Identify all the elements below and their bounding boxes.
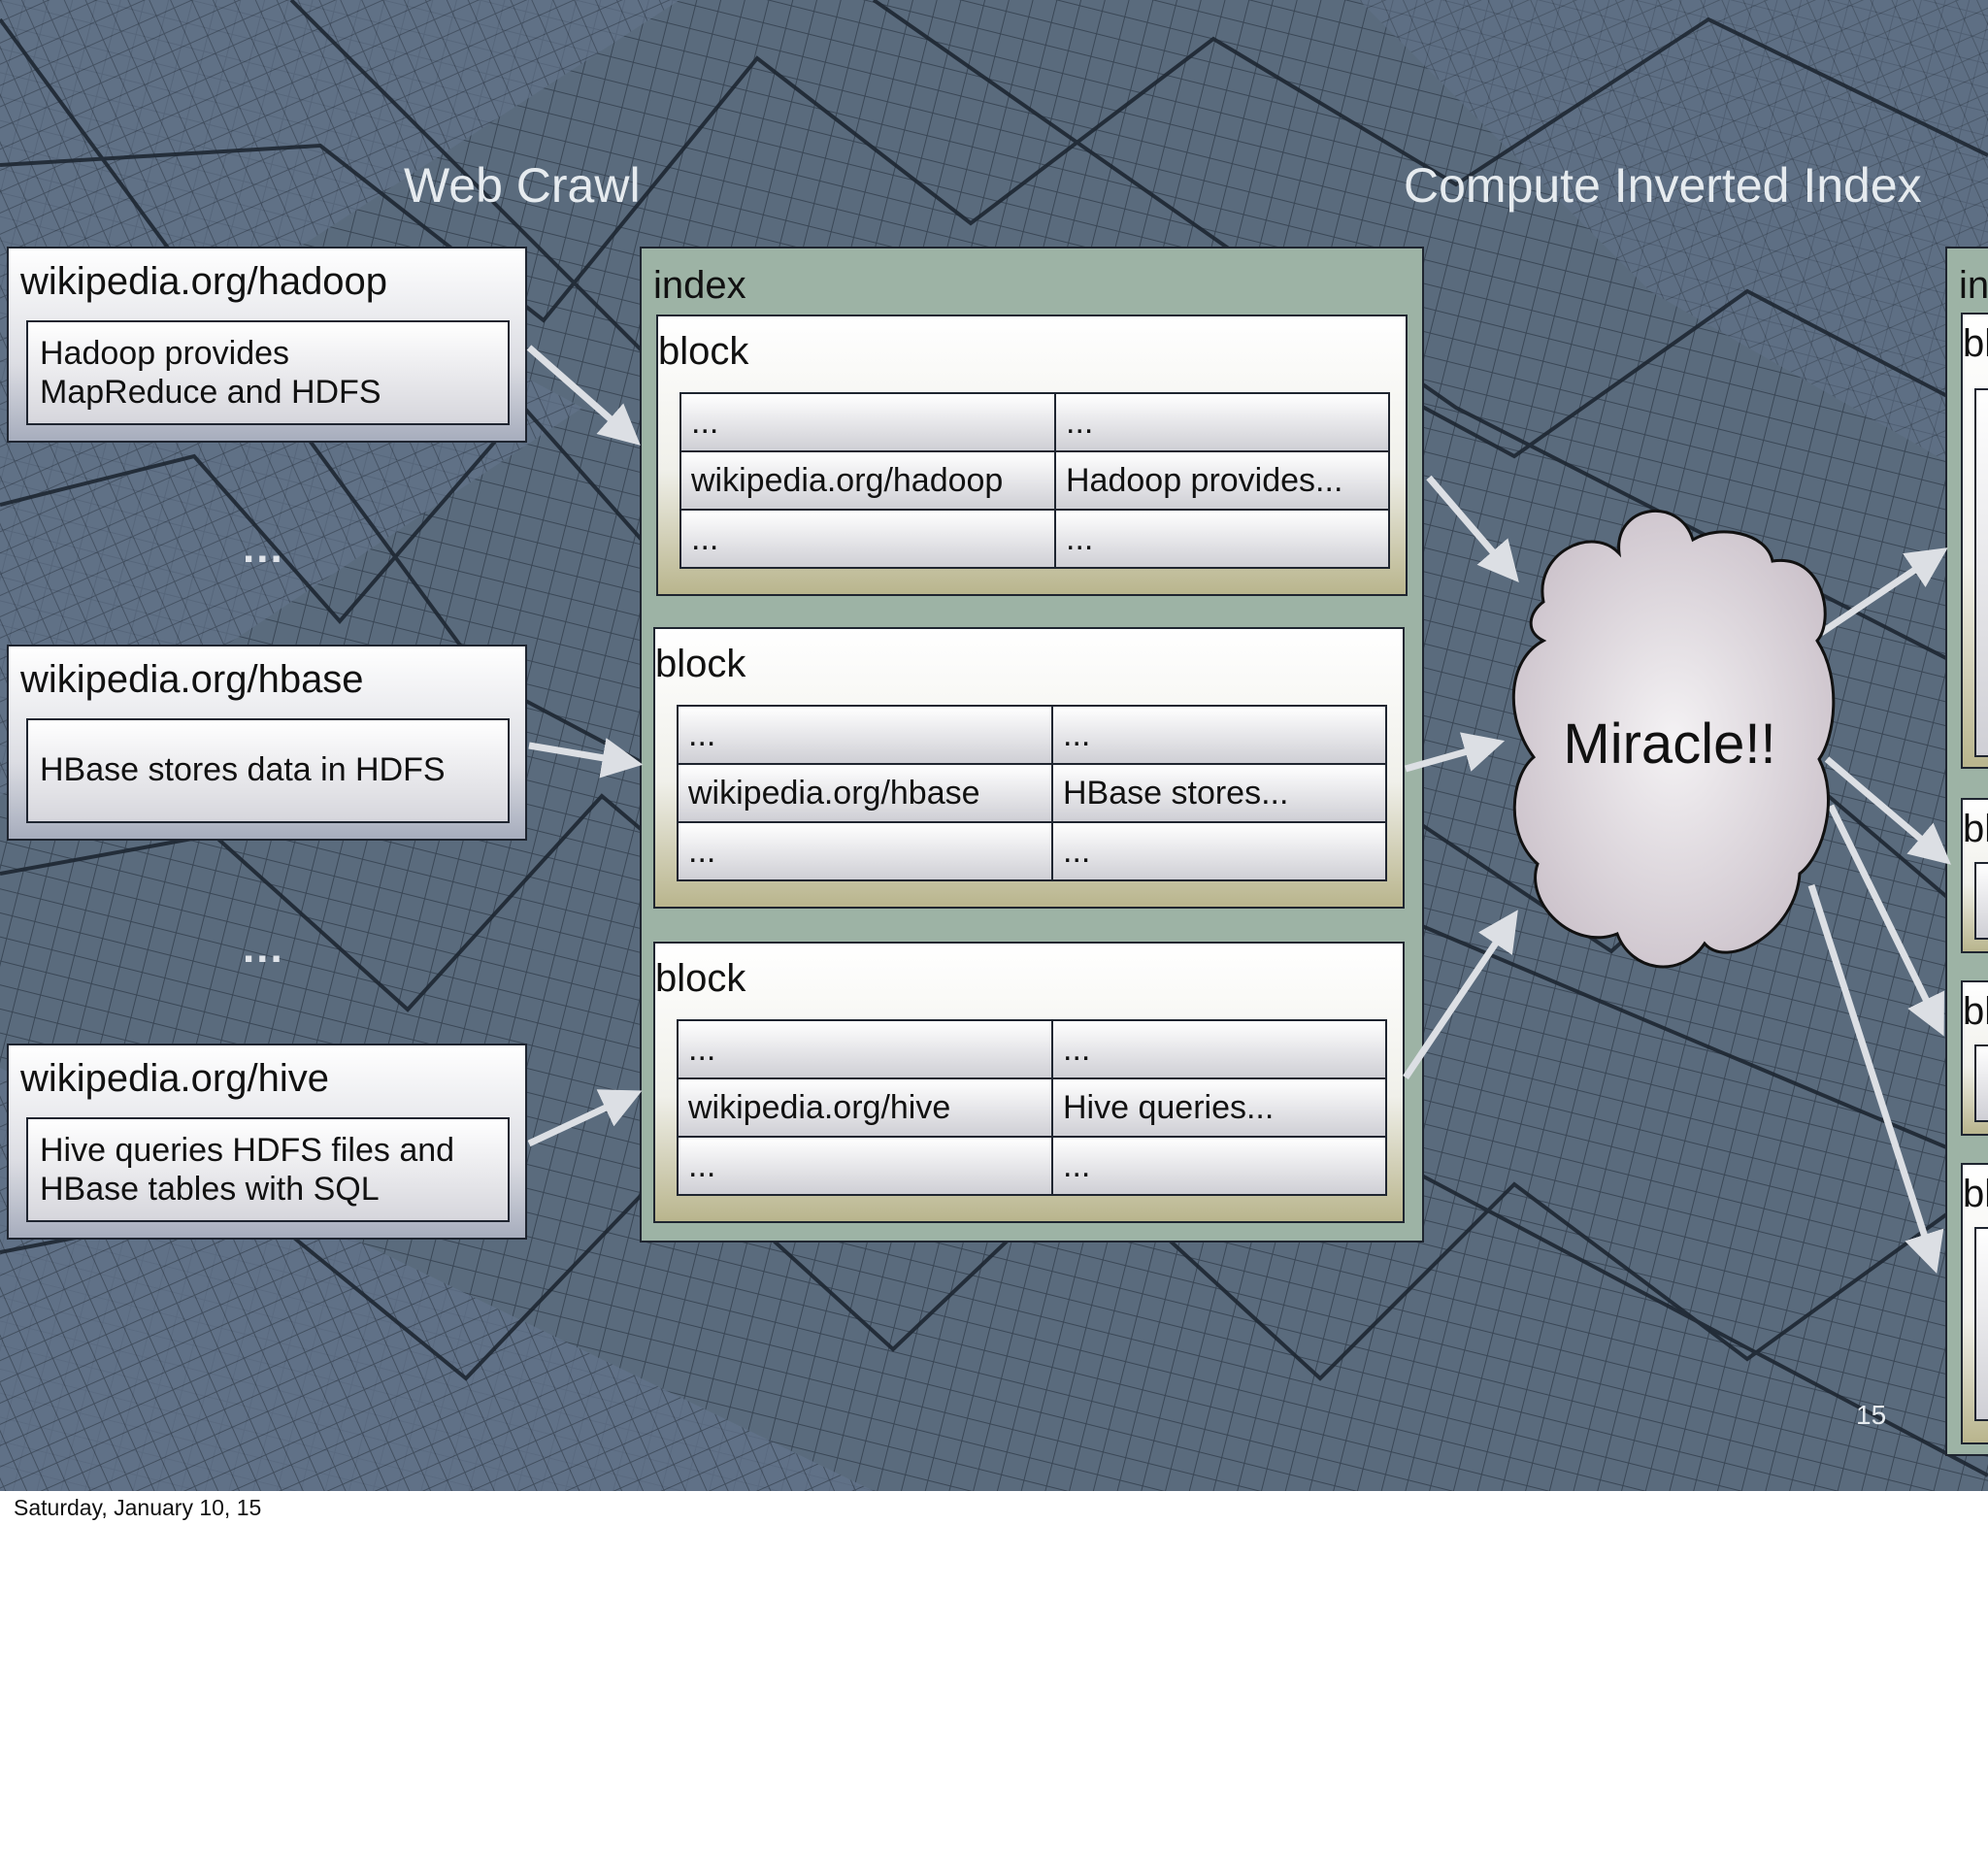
arrow-block2-to-cloud	[1405, 732, 1506, 773]
compute-inverted-index-title: Compute Inverted Index	[1404, 158, 1922, 213]
page-content: Hive queries HDFS files and HBase tables…	[26, 1117, 510, 1222]
arrow-hbase-to-index	[528, 738, 644, 779]
footer-date: Saturday, January 10, 15	[14, 1495, 262, 1520]
page-content: Hadoop provides MapReduce and HDFS	[26, 320, 510, 425]
page-content: HBase stores data in HDFS	[26, 718, 510, 823]
block-rows	[1974, 862, 1988, 940]
row-value: ...	[1051, 821, 1387, 881]
row-key: ...	[679, 392, 1056, 452]
block-label: bl	[1963, 808, 1988, 850]
row-value: ...	[1054, 509, 1390, 569]
block-label: block	[655, 957, 746, 1000]
row-key: ...	[677, 1136, 1053, 1196]
arrow-block1-to-cloud	[1426, 475, 1519, 582]
block-label: block	[655, 643, 746, 685]
crawled-page-hive: wikipedia.org/hive Hive queries HDFS fil…	[7, 1044, 527, 1240]
arrow-hadoop-to-index	[526, 345, 641, 446]
table-row: ......	[677, 1019, 1387, 1079]
arrow-cloud-to-out1	[1819, 547, 1948, 636]
output-block: bl	[1961, 313, 1988, 769]
block-label: block	[658, 330, 749, 373]
row-key: ...	[677, 821, 1053, 881]
table-row: ......	[679, 392, 1390, 452]
row-value: Hadoop provides...	[1054, 450, 1390, 511]
miracle-cloud	[1511, 510, 1836, 969]
output-index-label: in	[1959, 264, 1988, 307]
block-rows	[1974, 1227, 1988, 1421]
slide-number: 15	[1856, 1400, 1887, 1430]
row-value: ...	[1051, 1019, 1387, 1079]
arrow-hive-to-index	[527, 1089, 643, 1147]
miracle-label: Miracle!!	[1563, 713, 1776, 776]
row-key: ...	[677, 705, 1053, 765]
row-key: ...	[677, 1019, 1053, 1079]
table-row: ......	[679, 509, 1390, 569]
output-block: bl	[1961, 1163, 1988, 1444]
web-crawl-title: Web Crawl	[404, 158, 641, 213]
block-label: bl	[1963, 990, 1988, 1033]
page-url: wikipedia.org/hbase	[20, 658, 364, 701]
page-url: wikipedia.org/hive	[20, 1057, 329, 1100]
page-url: wikipedia.org/hadoop	[20, 260, 388, 303]
block-label: bl	[1963, 322, 1988, 365]
block-label: bl	[1963, 1173, 1988, 1215]
flow-arrows-and-cloud	[526, 345, 1952, 1274]
arrow-cloud-to-out3	[1827, 804, 1944, 1037]
row-key: wikipedia.org/hive	[677, 1077, 1053, 1138]
output-index-table: in bl bl bl bl	[1945, 247, 1988, 1456]
table-row: ......	[677, 1136, 1387, 1196]
slide: Web Crawl Compute Inverted Index wikiped…	[0, 0, 1988, 1491]
row-key: wikipedia.org/hadoop	[679, 450, 1056, 511]
row-key: wikipedia.org/hbase	[677, 763, 1053, 823]
crawled-page-hadoop: wikipedia.org/hadoop Hadoop provides Map…	[7, 247, 527, 443]
arrow-cloud-to-out4	[1807, 883, 1944, 1274]
crawled-page-hbase: wikipedia.org/hbase HBase stores data in…	[7, 645, 527, 841]
ellipsis: ...	[243, 524, 284, 572]
arrow-block3-to-cloud	[1403, 910, 1518, 1079]
row-key: ...	[679, 509, 1056, 569]
index-label: index	[653, 264, 746, 307]
output-block: bl	[1961, 798, 1988, 953]
row-value: Hive queries...	[1051, 1077, 1387, 1138]
ellipsis: ...	[243, 924, 284, 972]
block-rows	[1974, 388, 1988, 757]
row-value: ...	[1051, 705, 1387, 765]
row-value: ...	[1054, 392, 1390, 452]
table-row: ......	[677, 705, 1387, 765]
output-block: bl	[1961, 980, 1988, 1136]
block-rows	[1974, 1044, 1988, 1122]
row-value: HBase stores...	[1051, 763, 1387, 823]
arrow-cloud-to-out2	[1824, 756, 1952, 865]
row-value: ...	[1051, 1136, 1387, 1196]
table-row: ......	[677, 821, 1387, 881]
